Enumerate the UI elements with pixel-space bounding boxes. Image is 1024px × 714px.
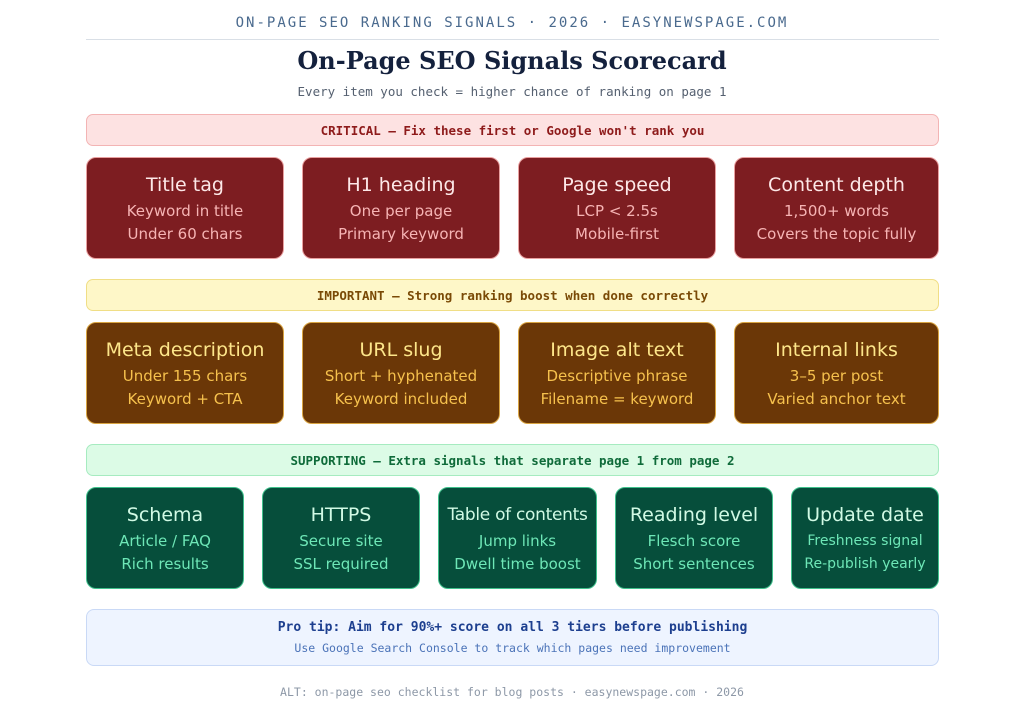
- card-title: HTTPS: [310, 504, 372, 526]
- card-title: Meta description: [105, 339, 265, 361]
- card-line: Mobile-first: [575, 225, 659, 243]
- card-h1-heading: H1 heading One per page Primary keyword: [302, 157, 500, 259]
- card-table-of-contents: Table of contents Jump links Dwell time …: [438, 487, 597, 589]
- card-title: H1 heading: [346, 174, 456, 196]
- card-line: One per page: [349, 202, 453, 220]
- card-title: Schema: [126, 504, 204, 526]
- card-title: Title tag: [146, 174, 224, 196]
- card-line: Keyword + CTA: [127, 390, 243, 408]
- card-title: URL slug: [359, 339, 443, 361]
- card-line: Varied anchor text: [767, 390, 906, 408]
- supporting-banner: SUPPORTING — Extra signals that separate…: [86, 444, 939, 476]
- card-line: SSL required: [293, 555, 389, 573]
- card-page-speed: Page speed LCP < 2.5s Mobile-first: [518, 157, 716, 259]
- card-title: Update date: [806, 504, 924, 526]
- card-line: LCP < 2.5s: [576, 202, 658, 220]
- card-schema: Schema Article / FAQ Rich results: [86, 487, 244, 589]
- pro-tip-headline: Pro tip: Aim for 90%+ score on all 3 tie…: [277, 619, 748, 635]
- card-line: Flesch score: [647, 532, 741, 550]
- card-title-tag: Title tag Keyword in title Under 60 char…: [86, 157, 284, 259]
- card-line: Dwell time boost: [454, 555, 581, 573]
- card-line: Article / FAQ: [119, 532, 211, 550]
- card-https: HTTPS Secure site SSL required: [262, 487, 420, 589]
- card-line: Secure site: [299, 532, 383, 550]
- card-line: Primary keyword: [338, 225, 464, 243]
- card-title: Reading level: [629, 504, 759, 526]
- card-internal-links: Internal links 3–5 per post Varied ancho…: [734, 322, 939, 424]
- card-content-depth: Content depth 1,500+ words Covers the to…: [734, 157, 939, 259]
- card-line: Re-publish yearly: [804, 556, 926, 572]
- card-line: Filename = keyword: [540, 390, 694, 408]
- page-title: On-Page SEO Signals Scorecard: [297, 46, 727, 75]
- card-line: Short + hyphenated: [324, 367, 478, 385]
- card-reading-level: Reading level Flesch score Short sentenc…: [615, 487, 773, 589]
- header-divider: [86, 39, 939, 40]
- card-title: Content depth: [768, 174, 905, 196]
- critical-banner: CRITICAL — Fix these first or Google won…: [86, 114, 939, 146]
- card-url-slug: URL slug Short + hyphenated Keyword incl…: [302, 322, 500, 424]
- card-line: Descriptive phrase: [546, 367, 688, 385]
- card-line: Keyword in title: [126, 202, 244, 220]
- pro-tip-box: Pro tip: Aim for 90%+ score on all 3 tie…: [86, 609, 939, 666]
- card-line: 3–5 per post: [789, 367, 884, 385]
- footer-alt-text: ALT: on-page seo checklist for blog post…: [280, 685, 744, 699]
- card-line: Under 60 chars: [127, 225, 243, 243]
- page-subtitle: Every item you check = higher chance of …: [297, 84, 727, 99]
- important-banner: IMPORTANT — Strong ranking boost when do…: [86, 279, 939, 311]
- card-line: 1,500+ words: [784, 202, 889, 220]
- card-title: Page speed: [562, 174, 672, 196]
- card-image-alt-text: Image alt text Descriptive phrase Filena…: [518, 322, 716, 424]
- card-line: Freshness signal: [807, 533, 923, 549]
- card-meta-description: Meta description Under 155 chars Keyword…: [86, 322, 284, 424]
- card-line: Covers the topic fully: [756, 225, 917, 243]
- card-line: Short sentences: [633, 555, 755, 573]
- card-line: Jump links: [478, 532, 557, 550]
- card-line: Keyword included: [334, 390, 468, 408]
- card-title: Internal links: [775, 339, 898, 361]
- card-title: Image alt text: [550, 339, 684, 361]
- card-line: Under 155 chars: [122, 367, 248, 385]
- pro-tip-detail: Use Google Search Console to track which…: [294, 640, 731, 655]
- header-topline: ON-PAGE SEO RANKING SIGNALS · 2026 · EAS…: [235, 15, 789, 31]
- card-line: Rich results: [121, 555, 209, 573]
- card-title: Table of contents: [447, 505, 588, 525]
- card-update-date: Update date Freshness signal Re-publish …: [791, 487, 939, 589]
